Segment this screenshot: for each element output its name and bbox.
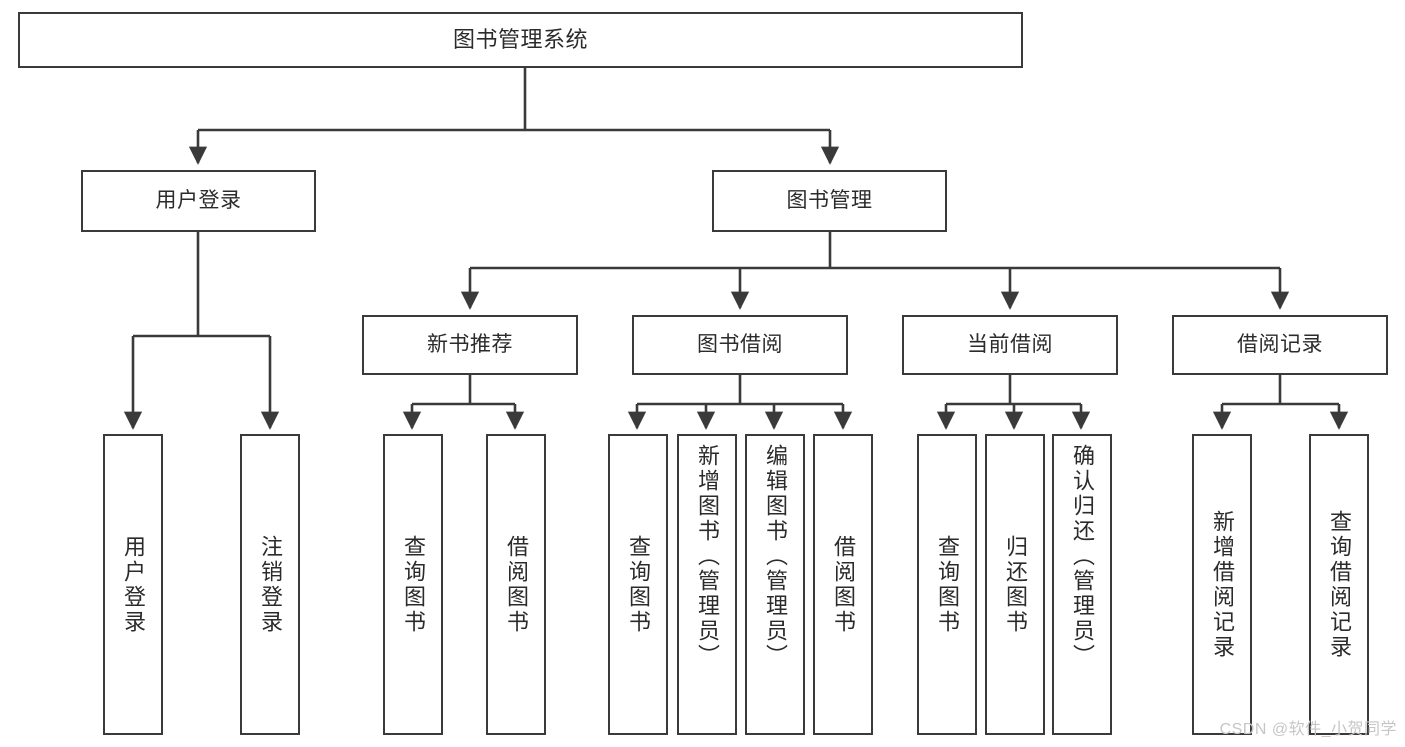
- node-leaf-query-record[interactable]: 查询借阅记录: [1309, 434, 1369, 735]
- node-leaf-user-login-label: 用户登录: [121, 534, 146, 635]
- node-leaf-logout-login-label: 注销登录: [258, 534, 283, 635]
- node-leaf-query-book-2[interactable]: 查询图书: [608, 434, 668, 735]
- node-leaf-query-book-3[interactable]: 查询图书: [917, 434, 977, 735]
- node-leaf-add-book-label: 新增图书（管理员）: [695, 444, 720, 669]
- node-leaf-query-book-1[interactable]: 查询图书: [383, 434, 443, 735]
- node-leaf-confirm-return-label: 确认归还（管理员）: [1070, 444, 1095, 669]
- node-current-borrow[interactable]: 当前借阅: [902, 315, 1118, 375]
- node-new-book-recommend-label: 新书推荐: [427, 333, 513, 357]
- node-root-label: 图书管理系统: [452, 26, 588, 52]
- node-leaf-add-record-label: 新增借阅记录: [1210, 509, 1235, 660]
- node-leaf-return-book[interactable]: 归还图书: [985, 434, 1045, 735]
- node-leaf-return-book-label: 归还图书: [1003, 534, 1028, 635]
- node-leaf-confirm-return[interactable]: 确认归还（管理员）: [1052, 434, 1112, 735]
- node-leaf-edit-book-label: 编辑图书（管理员）: [763, 444, 788, 669]
- node-leaf-borrow-book-2-label: 借阅图书: [831, 534, 856, 635]
- node-leaf-borrow-book-2[interactable]: 借阅图书: [813, 434, 873, 735]
- node-leaf-add-book[interactable]: 新增图书（管理员）: [677, 434, 737, 735]
- node-new-book-recommend[interactable]: 新书推荐: [362, 315, 578, 375]
- node-leaf-query-book-1-label: 查询图书: [401, 534, 426, 635]
- watermark: CSDN @软件_小贺同学: [1219, 721, 1397, 738]
- node-leaf-user-login[interactable]: 用户登录: [103, 434, 163, 735]
- node-current-borrow-label: 当前借阅: [967, 333, 1053, 357]
- node-leaf-query-book-2-label: 查询图书: [626, 534, 651, 635]
- node-leaf-borrow-book-1[interactable]: 借阅图书: [486, 434, 546, 735]
- node-user-login[interactable]: 用户登录: [81, 170, 316, 232]
- node-book-borrow-label: 图书借阅: [697, 333, 783, 357]
- node-book-manage-label: 图书管理: [786, 189, 873, 213]
- node-book-borrow[interactable]: 图书借阅: [632, 315, 848, 375]
- node-leaf-query-book-3-label: 查询图书: [935, 534, 960, 635]
- node-leaf-query-record-label: 查询借阅记录: [1327, 509, 1352, 660]
- node-borrow-record-label: 借阅记录: [1237, 333, 1323, 357]
- node-book-manage[interactable]: 图书管理: [712, 170, 947, 232]
- node-leaf-add-record[interactable]: 新增借阅记录: [1192, 434, 1252, 735]
- node-leaf-edit-book[interactable]: 编辑图书（管理员）: [745, 434, 805, 735]
- node-user-login-label: 用户登录: [155, 189, 242, 213]
- node-leaf-borrow-book-1-label: 借阅图书: [504, 534, 529, 635]
- node-root[interactable]: 图书管理系统: [18, 12, 1023, 68]
- node-borrow-record[interactable]: 借阅记录: [1172, 315, 1388, 375]
- node-leaf-logout-login[interactable]: 注销登录: [240, 434, 300, 735]
